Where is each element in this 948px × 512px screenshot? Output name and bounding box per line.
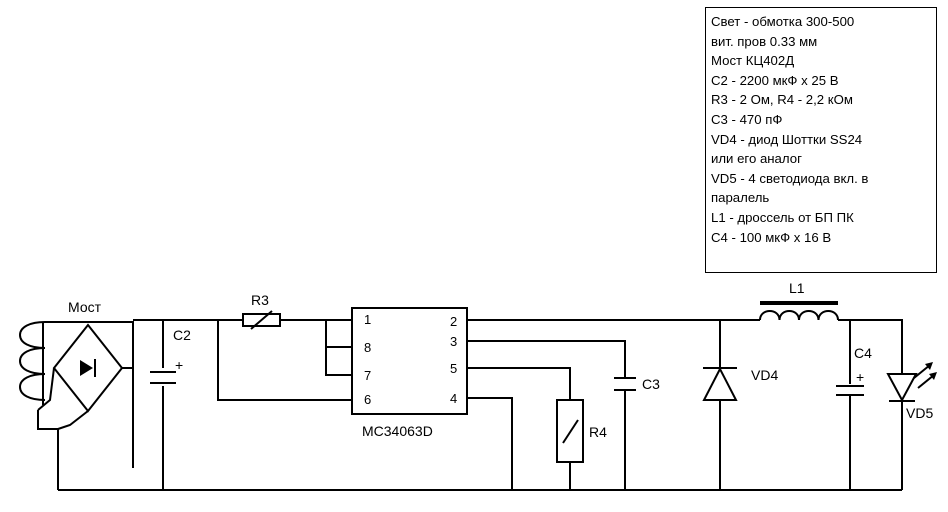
note-line: R3 - 2 Ом, R4 - 2,2 кОм: [711, 92, 853, 108]
ic-mc34063d: 1 8 7 6 2 3 5 4 MC34063D: [351, 307, 468, 439]
wire: [467, 367, 571, 400]
vd4-label: VD4: [751, 367, 778, 383]
diode-triangle: [702, 366, 738, 401]
light-arrow-head: [929, 372, 937, 380]
note-line: С3 - 470 пФ: [711, 111, 783, 127]
ic-body: [351, 307, 468, 415]
r4-label: R4: [589, 424, 607, 440]
led-triangle: [886, 373, 918, 403]
resistor-body: [242, 313, 281, 327]
note-line: или его аналог: [711, 151, 802, 167]
ic-pin-7: 7: [364, 368, 371, 383]
r3-label: R3: [251, 292, 269, 308]
ic-pin-2: 2: [450, 314, 457, 329]
ic-pin-8: 8: [364, 340, 371, 355]
trim-slash: [562, 419, 579, 444]
capacitor-c3: C3: [614, 376, 660, 392]
c4-label: C4: [854, 345, 872, 361]
capacitor-c4: C4 +: [836, 345, 872, 396]
led-vd5: VD5: [886, 362, 937, 421]
c4-polarity: +: [856, 369, 864, 385]
component-notes-box: Свет - обмотка 300-500 вит. пров 0.33 мм…: [705, 7, 937, 273]
wire: [325, 320, 352, 376]
diode-vd4: VD4: [702, 366, 778, 401]
ic-pin-5: 5: [450, 361, 457, 376]
ic-label: MC34063D: [362, 423, 433, 439]
ic-pin-1: 1: [364, 312, 371, 327]
note-line: вит. пров 0.33 мм: [711, 33, 818, 49]
resistor-r3: R3: [242, 292, 281, 330]
vd5-label: VD5: [906, 405, 933, 421]
note-line: VD5 - 4 светодиода вкл. в: [711, 170, 869, 186]
note-line: С2 - 2200 мкФ х 25 В: [711, 72, 839, 88]
ic-pin-3: 3: [450, 334, 457, 349]
c2-polarity: +: [175, 357, 183, 373]
resistor-body: [556, 399, 584, 463]
inductor-coil: [759, 310, 839, 321]
winding-coil: [18, 321, 46, 401]
wire: [838, 319, 903, 373]
wire: [57, 410, 89, 430]
ic-pin-6: 6: [364, 392, 371, 407]
l1-label: L1: [789, 280, 805, 296]
c3-label: C3: [642, 376, 660, 392]
bridge-diode-icon: [80, 360, 93, 376]
wires: [37, 319, 903, 491]
trim-slash: [250, 310, 273, 330]
inductor-l1: L1: [759, 280, 839, 321]
diode-bridge: Мост: [37, 299, 133, 430]
note-line: L1 - дроссель от БП ПК: [711, 209, 854, 225]
resistor-r4: R4: [556, 399, 607, 463]
c2-label: C2: [173, 327, 191, 343]
light-arrow-head: [925, 362, 933, 370]
wire: [467, 397, 513, 490]
note-line: паралель: [711, 190, 770, 206]
note-line: Мост КЦ402Д: [711, 53, 795, 69]
wire: [45, 321, 134, 468]
note-line: С4 - 100 мкФ х 16 В: [711, 229, 832, 245]
wire: [37, 410, 59, 490]
light-arrow: [913, 364, 931, 379]
note-line: VD4 - диод Шоттки SS24: [711, 131, 863, 147]
wire: [217, 320, 352, 401]
bridge-label: Мост: [68, 299, 102, 315]
capacitor-c2: C2 +: [150, 327, 191, 384]
transformer-winding: [18, 321, 46, 401]
ic-pin-4: 4: [450, 391, 457, 406]
light-arrow: [917, 374, 935, 389]
wire: [37, 367, 55, 411]
wire: [467, 340, 626, 378]
note-line: Свет - обмотка 300-500: [711, 14, 855, 29]
